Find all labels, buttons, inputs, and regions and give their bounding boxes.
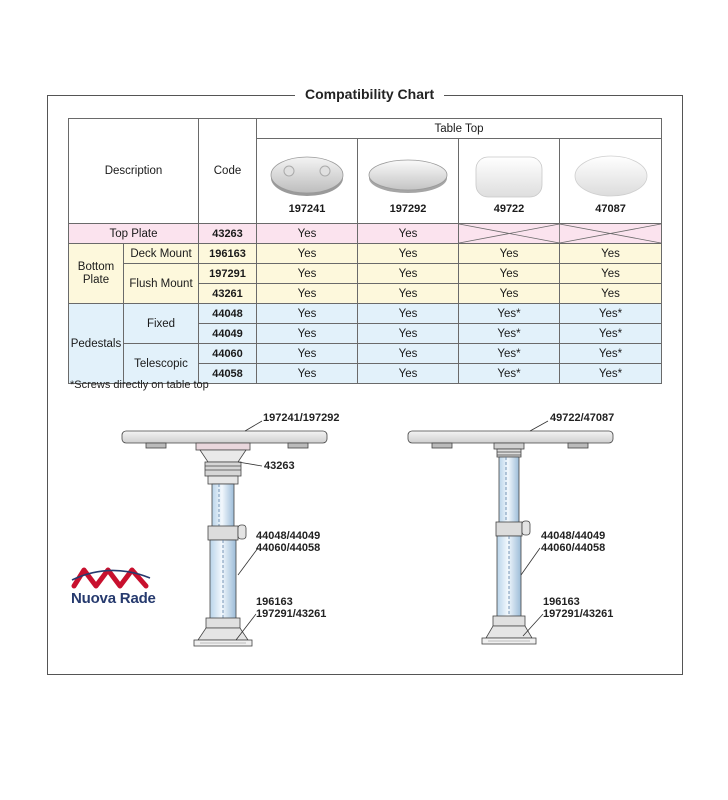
label-left-plate: 43263 bbox=[264, 460, 295, 472]
header-table-top: Table Top bbox=[255, 118, 663, 139]
row-code: 44058 bbox=[198, 363, 257, 384]
cell-value: Yes bbox=[558, 243, 663, 264]
table-row: Top Plate 43263 Yes Yes bbox=[68, 223, 663, 244]
table-row: 43261 Yes Yes Yes Yes bbox=[68, 283, 663, 304]
table-top-47087: 47087 bbox=[558, 138, 663, 224]
table-row: Telescopic 44060 Yes Yes Yes* Yes* bbox=[68, 343, 663, 384]
row-code: 44048 bbox=[198, 303, 257, 324]
table-top-code: 197292 bbox=[389, 202, 427, 215]
label-left-top: 197241/197292 bbox=[263, 412, 340, 424]
cell-value: Yes* bbox=[458, 363, 560, 384]
table-row: Flush Mount 197291 Yes Yes Yes Yes bbox=[68, 263, 663, 304]
cell-value: Yes* bbox=[558, 323, 663, 344]
ellipse-table-top-icon bbox=[574, 155, 647, 196]
oval-table-top-icon bbox=[368, 159, 448, 193]
left-callouts bbox=[235, 420, 263, 641]
cell-value: Yes* bbox=[558, 303, 663, 324]
brand-name: Nuova Rade bbox=[71, 590, 156, 607]
group-pedestals: Pedestals bbox=[68, 303, 124, 384]
right-table-assembly bbox=[407, 430, 614, 645]
label-right-base-1: 196163 bbox=[543, 596, 580, 608]
row-code: 44060 bbox=[198, 343, 257, 364]
label-right-pedestal-2: 44060/44058 bbox=[541, 542, 606, 554]
cell-value: Yes bbox=[357, 303, 459, 324]
cell-value: Yes* bbox=[558, 363, 663, 384]
row-code: 44049 bbox=[198, 323, 257, 344]
label-left-pedestal-1: 44048/44049 bbox=[256, 530, 321, 542]
table-top-49722: 49722 bbox=[458, 138, 560, 224]
row-label-fixed: Fixed bbox=[123, 303, 199, 344]
group-bottom-plate: Bottom Plate bbox=[68, 243, 124, 304]
cell-value: Yes bbox=[357, 363, 459, 384]
table-top-code: 47087 bbox=[595, 202, 626, 215]
right-callouts bbox=[520, 420, 549, 637]
table-top-197292: 197292 bbox=[357, 138, 459, 224]
table-row: 44049 Yes Yes Yes* Yes* bbox=[68, 323, 663, 344]
table-row: Pedestals Fixed 44048 Yes Yes Yes* Yes* bbox=[68, 303, 663, 384]
label-right-base-2: 197291/43261 bbox=[543, 608, 614, 620]
compatibility-table: Description Code Table Top 197241 197292 bbox=[68, 118, 663, 384]
label-left-base-1: 196163 bbox=[256, 596, 293, 608]
table-top-code: 197241 bbox=[288, 202, 326, 215]
left-table-assembly bbox=[121, 430, 328, 647]
table-top-197241: 197241 bbox=[256, 138, 358, 224]
oval-table-top-icon bbox=[270, 156, 344, 196]
label-right-pedestal-1: 44048/44049 bbox=[541, 530, 606, 542]
cross-icon bbox=[459, 224, 662, 243]
label-right-top: 49722/47087 bbox=[550, 412, 615, 424]
not-compatible-cell bbox=[457, 223, 663, 244]
nuova-rade-logo-icon bbox=[71, 567, 151, 589]
group-label: Bottom Plate bbox=[77, 260, 115, 286]
label-left-pedestal-2: 44060/44058 bbox=[256, 542, 321, 554]
table-top-code: 49722 bbox=[493, 202, 525, 215]
cell-value: Yes bbox=[256, 363, 358, 384]
header-description: Description bbox=[68, 118, 199, 224]
rectangle-table-top-icon bbox=[475, 156, 543, 197]
row-code: 197291 bbox=[198, 263, 257, 284]
table-row: 44058 Yes Yes Yes* Yes* bbox=[68, 363, 663, 384]
page-title: Compatibility Chart bbox=[295, 86, 445, 102]
footnote: *Screws directly on table top bbox=[70, 379, 209, 391]
label-left-base-2: 197291/43261 bbox=[256, 608, 327, 620]
